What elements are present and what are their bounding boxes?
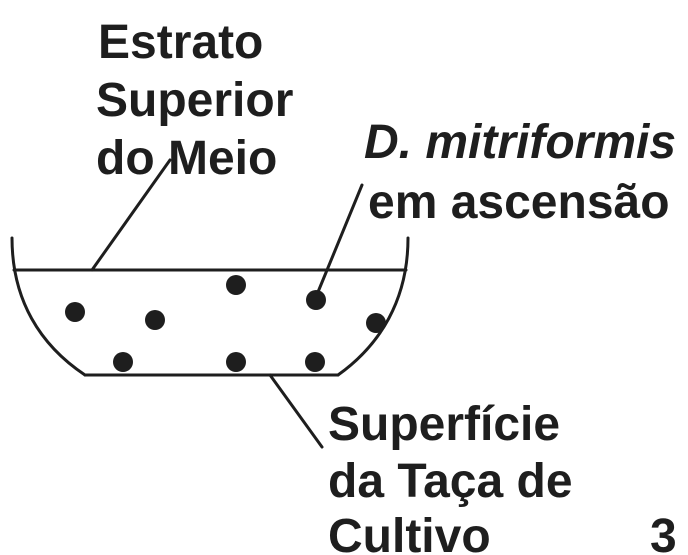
label-dish-surface-line-3: Cultivo xyxy=(328,510,491,555)
leader-line-dish-surface xyxy=(268,373,324,449)
particle xyxy=(65,302,85,322)
dish-right-wall xyxy=(336,236,410,377)
particle xyxy=(306,290,326,310)
leader-line-top-layer xyxy=(90,158,172,272)
label-dish-surface-line-2: da Taça de xyxy=(328,455,573,508)
particle xyxy=(226,352,246,372)
particle xyxy=(113,352,133,372)
label-top-layer-line-1: Estrato xyxy=(98,16,263,69)
figure-number: 3 xyxy=(650,510,677,555)
dish-left-wall xyxy=(10,236,87,377)
label-species: D. mitriformis xyxy=(364,116,676,169)
label-top-layer-line-2: Superior xyxy=(96,74,293,127)
label-top-layer-line-3: do Meio xyxy=(96,132,277,185)
particle xyxy=(366,313,386,333)
leader-line-species xyxy=(316,183,364,294)
particle xyxy=(305,352,325,372)
particle xyxy=(145,310,165,330)
particle xyxy=(226,275,246,295)
label-dish-surface-line-1: Superfície xyxy=(328,398,560,451)
label-organism-state: em ascensão xyxy=(368,176,670,229)
